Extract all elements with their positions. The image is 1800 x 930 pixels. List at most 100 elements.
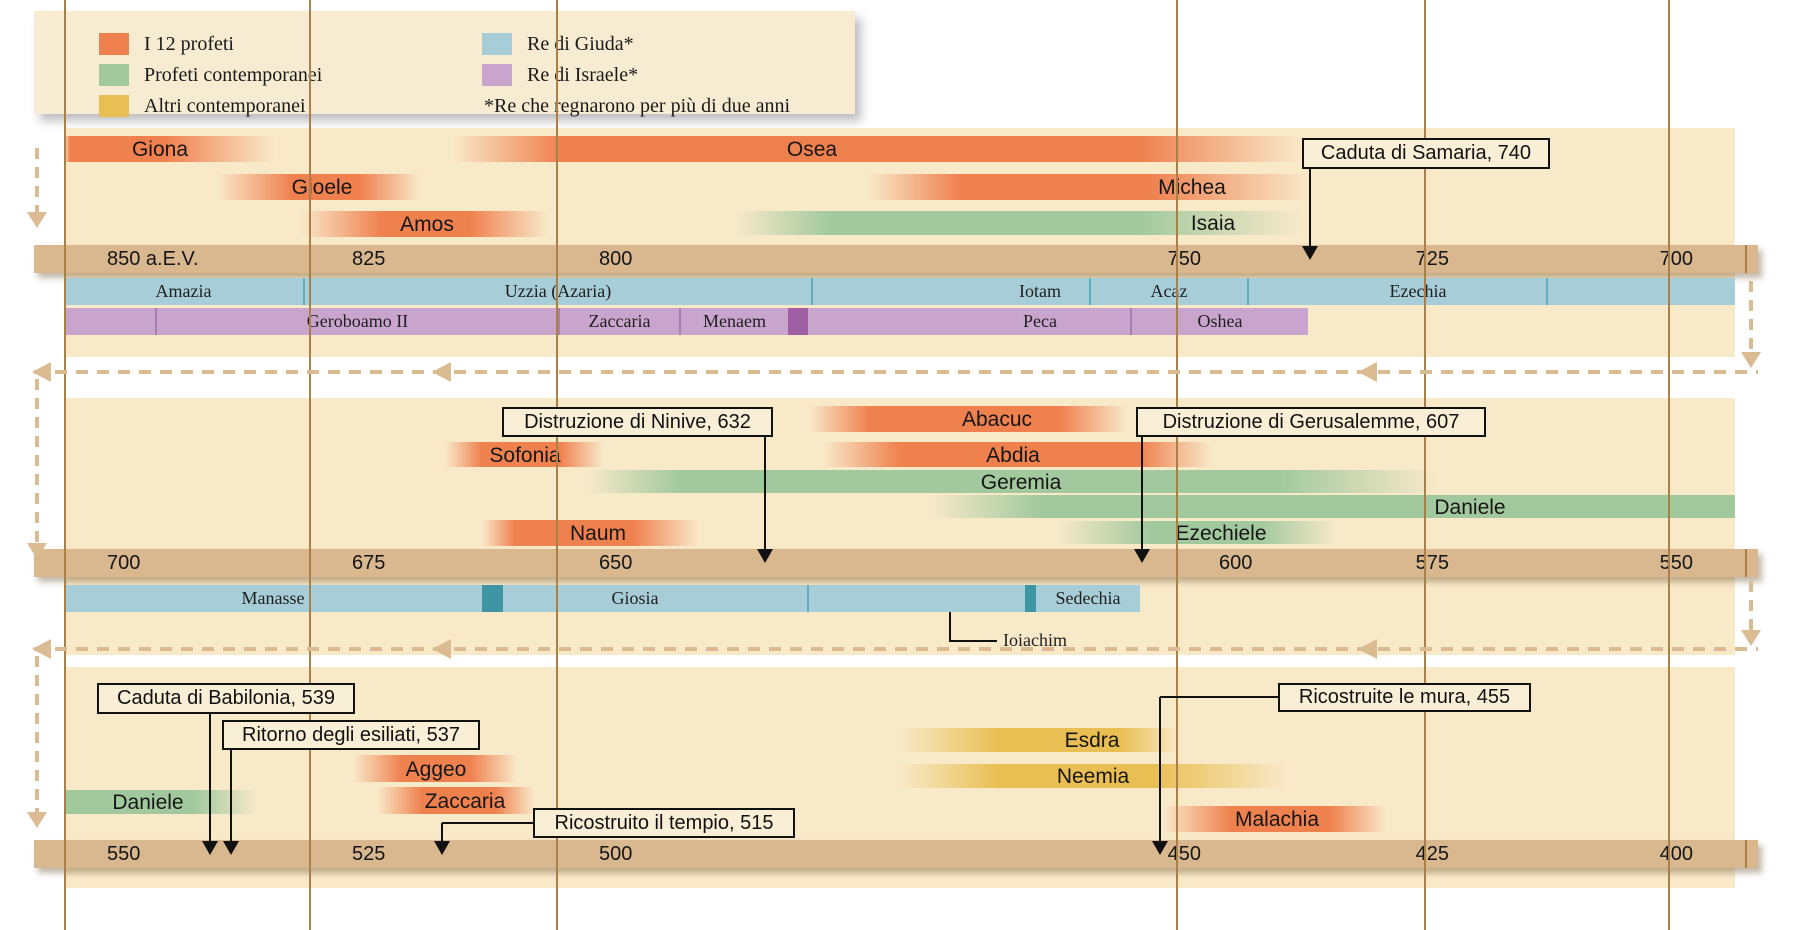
callout-arrowhead — [1302, 246, 1318, 260]
legend-item-other-contemporaries: Altri contemporanei — [99, 95, 306, 117]
legend-item-twelve-prophets: I 12 profeti — [99, 33, 234, 55]
event-callout-text: Ritorno degli esiliati, 537 — [242, 723, 460, 746]
king-segment-acaz: Acaz — [1089, 278, 1247, 305]
event-callout: Caduta di Babilonia, 539 — [97, 683, 355, 714]
axis-tick-label-850aEV: 850 a.E.V. — [107, 248, 199, 270]
axis-tick-label-550: 550 — [1659, 552, 1693, 574]
flow-arrowhead-left — [32, 639, 51, 659]
king-label-ioiachim: Ioiachim — [1003, 630, 1067, 650]
event-callout-text: Ricostruite le mura, 455 — [1298, 686, 1511, 708]
era-bar-sofonia — [445, 442, 603, 467]
era-bar-label-zaccaria: Zaccaria — [424, 790, 506, 813]
event-callout: Caduta di Samaria, 740 — [1302, 138, 1550, 169]
axis-tick-label-700: 700 — [107, 552, 141, 574]
legend-item-kings-of-judah: Re di Giuda* — [482, 33, 634, 55]
era-bar-osea — [452, 136, 1302, 162]
era-bar-label-sofonia: Sofonia — [489, 444, 561, 467]
flow-arrowhead-down — [27, 812, 47, 828]
king-name: Ezechia — [1389, 281, 1447, 301]
era-bar-ezechiele — [1056, 521, 1338, 544]
event-callout: Ritorno degli esiliati, 537 — [222, 720, 480, 750]
era-bar-neemia — [898, 764, 1290, 788]
flow-arrowhead-left — [1358, 362, 1377, 382]
king-segment-giosia: Giosia — [503, 585, 807, 612]
king-segment-oshea: Oshea — [1130, 308, 1308, 335]
event-callout-text: Caduta di Samaria, 740 — [1320, 142, 1532, 164]
axis-end-tick — [1745, 245, 1747, 273]
event-callout: Ricostruite le mura, 455 — [1278, 683, 1531, 712]
flow-arrowhead-down — [27, 212, 47, 228]
era-bar-label-abacuc: Abacuc — [961, 408, 1033, 431]
era-bar-esdra — [898, 728, 1180, 752]
era-bar-amos — [300, 211, 548, 237]
flow-dashed-vline — [35, 148, 39, 212]
era-bar-giona — [64, 136, 275, 162]
callout-arrow-vline — [209, 714, 211, 841]
flow-dashed-vline — [35, 656, 39, 812]
flow-dashed-line — [34, 370, 1758, 374]
era-bar-malachia — [1163, 806, 1386, 832]
king-segment-iotam: Iotam — [811, 278, 1089, 305]
callout-arrow-hline — [1160, 696, 1278, 698]
era-bar-gioele — [217, 174, 420, 200]
axis-tick-label-675: 675 — [352, 552, 386, 574]
era-bar-label-neemia: Neemia — [1056, 765, 1130, 788]
axis-tick-label-700: 700 — [1659, 248, 1693, 270]
axis-tick-label-450: 450 — [1167, 843, 1201, 865]
callout-arrowhead — [1152, 841, 1168, 855]
king-segment-menaem: Menaem — [679, 308, 788, 335]
callout-arrow-hline — [442, 822, 533, 824]
era-bar-isaia — [735, 211, 1302, 235]
legend: I 12 profeti Profeti contemporanei Altri… — [34, 11, 855, 117]
flow-dashed-vline — [35, 379, 39, 543]
callout-arrowhead — [1134, 549, 1150, 563]
king-segment-unnamed — [1546, 278, 1735, 305]
event-callout-text: Caduta di Babilonia, 539 — [117, 687, 335, 709]
axis-tick-label-525: 525 — [352, 843, 386, 865]
era-bar-michea — [868, 174, 1310, 200]
era-bar-label-michea: Michea — [1158, 176, 1226, 199]
era-bar-label-gioele: Gioele — [291, 176, 353, 199]
legend-footnote: *Re che regnarono per più di due anni — [484, 95, 791, 117]
era-bar-label-malachia: Malachia — [1234, 808, 1320, 831]
era-bar-label-osea: Osea — [786, 138, 838, 161]
legend-label: Profeti contemporanei — [144, 63, 323, 86]
axis-tick-450 — [1176, 0, 1178, 930]
kings-of-judah-swatch — [482, 33, 512, 55]
callout-arrow-vline — [1141, 437, 1143, 549]
event-callout: Ricostruito il tempio, 515 — [533, 808, 795, 838]
legend-item-contemporary-prophets: Profeti contemporanei — [99, 64, 322, 86]
other-contemporaries-swatch — [99, 95, 129, 117]
callout-arrow-vline — [230, 750, 232, 841]
flow-dashed-vline — [1749, 581, 1753, 630]
era-bar-label-isaia: Isaia — [1190, 212, 1236, 235]
event-callout-text: Distruzione di Gerusalemme, 607 — [1162, 410, 1460, 433]
axis-tick-label-725: 725 — [1415, 248, 1449, 270]
axis-tick-label-750: 750 — [1167, 248, 1201, 270]
flow-arrowhead-down — [1741, 352, 1761, 368]
era-bar-label-esdra: Esdra — [1064, 729, 1120, 752]
axis-tick-425 — [1424, 0, 1426, 930]
era-bar-label-ezechiele: Ezechiele — [1175, 522, 1267, 545]
legend-label: Re di Israele* — [527, 63, 639, 86]
flow-dashed-line — [34, 647, 1758, 651]
flow-arrowhead-left — [32, 362, 51, 382]
axis-tick-label-800: 800 — [599, 248, 633, 270]
axis-tick-label-575: 575 — [1415, 552, 1449, 574]
contemporary-prophets-swatch — [99, 64, 129, 86]
king-segment-manasse: Manasse — [64, 585, 482, 612]
king-segment-unnamed — [482, 585, 503, 612]
event-callout-text: Distruzione di Ninive, 632 — [524, 410, 751, 433]
flow-arrowhead-left — [1358, 639, 1377, 659]
era-bar-abdia — [823, 442, 1212, 467]
king-segment-unnamed — [807, 585, 1025, 612]
era-bar-label-daniele: Daniele — [1434, 496, 1506, 519]
king-segment-ezechia: Ezechia — [1247, 278, 1546, 305]
axis-end-tick — [1745, 840, 1747, 868]
era-bar-abacuc — [809, 406, 1127, 432]
axis-tick-500 — [556, 0, 558, 930]
king-segment-sedechia: Sedechia — [1036, 585, 1140, 612]
callout-arrow-vline — [1309, 169, 1311, 246]
era-bar-geremia — [587, 470, 1437, 493]
